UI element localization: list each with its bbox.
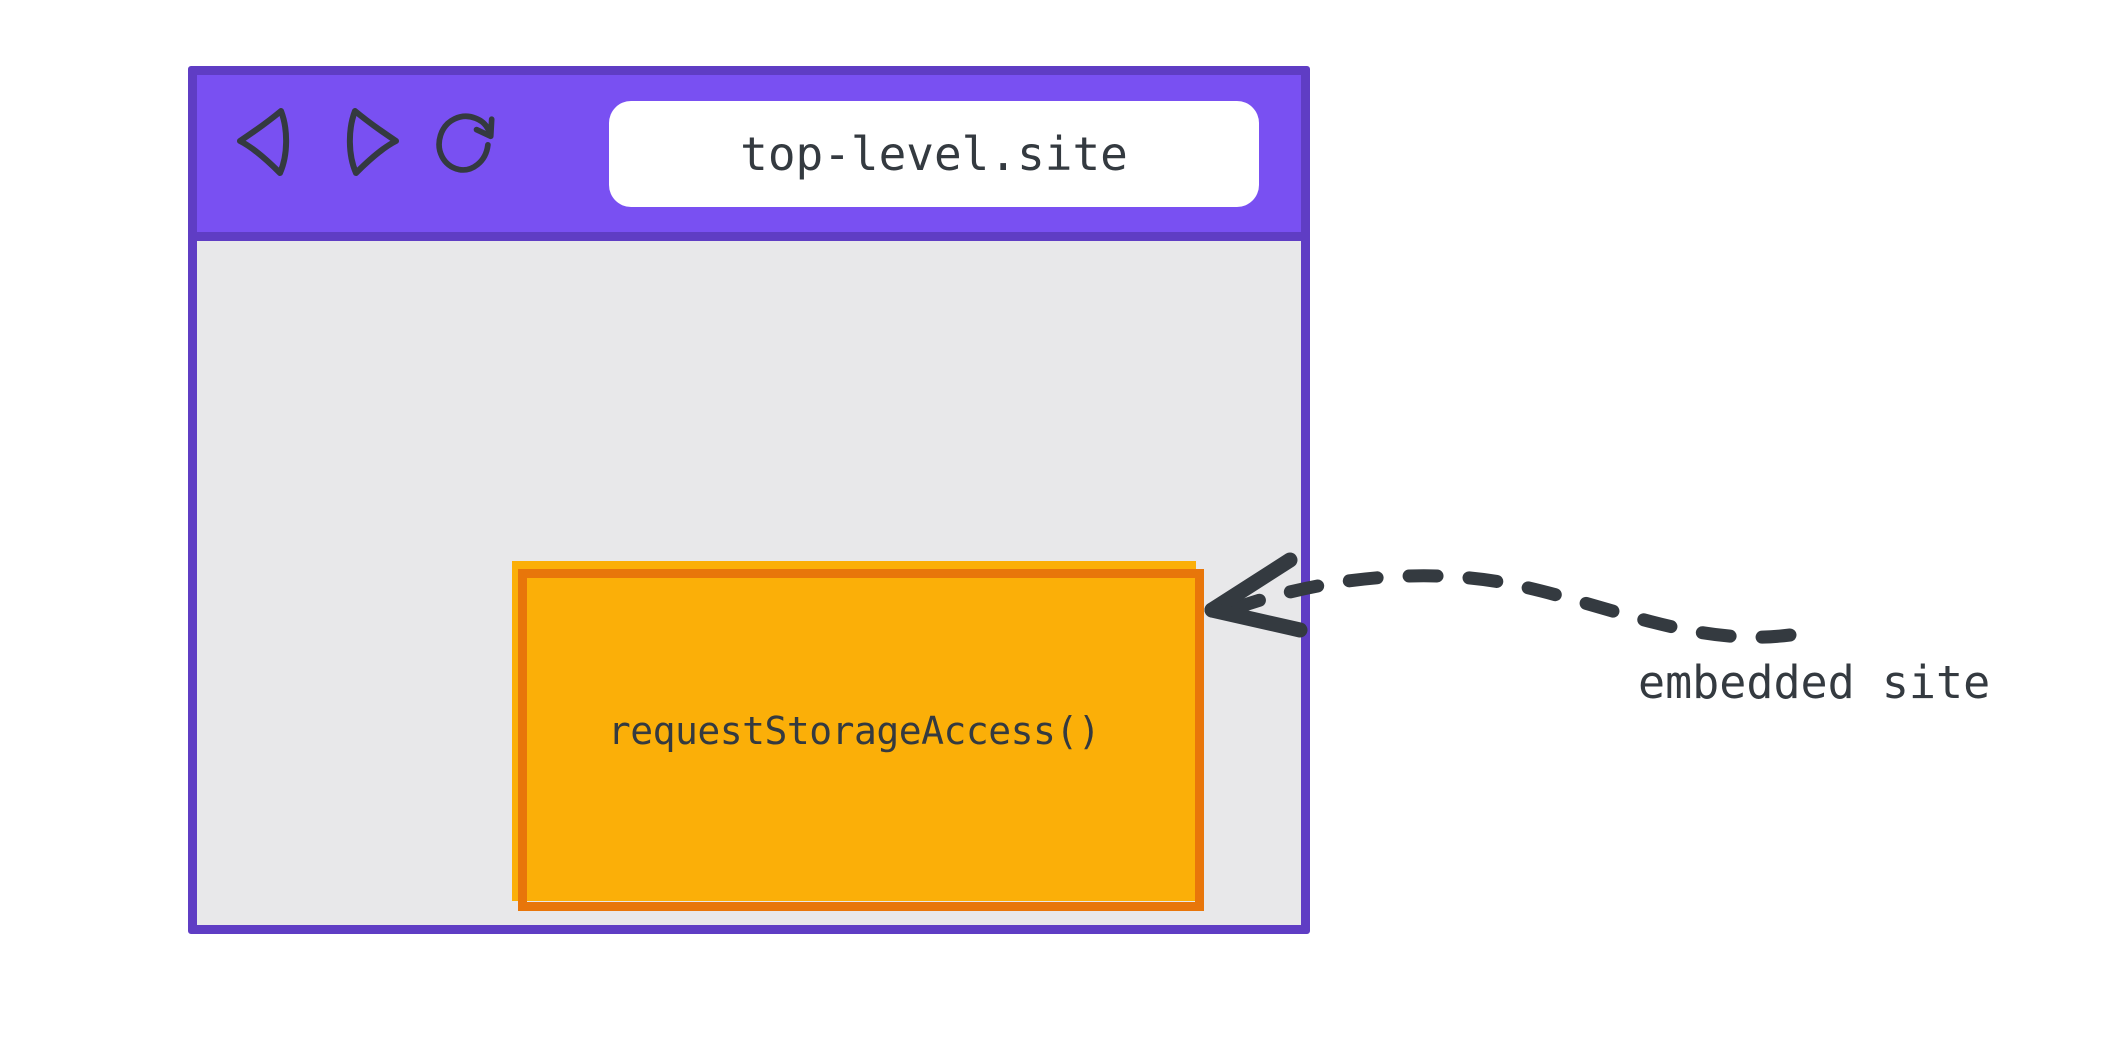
browser-viewport: requestStorageAccess() [197, 241, 1301, 925]
navigation-controls [232, 103, 504, 179]
embedded-iframe-fill [512, 561, 1196, 901]
browser-window: top-level.site requestStorageAccess() [188, 66, 1310, 934]
reload-icon[interactable] [432, 103, 504, 179]
url-text: top-level.site [740, 127, 1128, 181]
embedded-iframe-label: requestStorageAccess() [607, 709, 1101, 753]
annotation-label: embedded site [1638, 656, 1991, 709]
embedded-iframe[interactable]: requestStorageAccess() [512, 561, 1212, 916]
browser-toolbar: top-level.site [197, 75, 1301, 241]
forward-arrow-icon[interactable] [332, 103, 404, 179]
url-bar[interactable]: top-level.site [609, 101, 1259, 207]
back-arrow-icon[interactable] [232, 103, 304, 179]
